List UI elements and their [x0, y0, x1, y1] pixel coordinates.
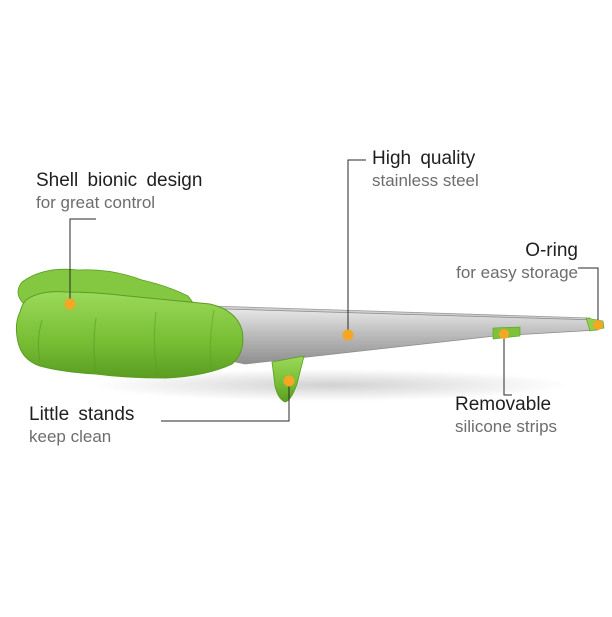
callout-subtitle: keep clean: [29, 426, 112, 446]
callout-subtitle: silicone strips: [455, 416, 558, 436]
callout-stainless-steel: High quality stainless steel: [372, 149, 479, 190]
callout-subtitle: for great control: [36, 192, 156, 212]
shell-head-front: [15, 291, 244, 379]
shell-ridge: [153, 311, 159, 377]
callout-little-stands: Little stands keep clean: [29, 405, 134, 446]
callout-o-ring: O-ring for easy storage: [456, 241, 578, 282]
marker-dot: [593, 320, 603, 330]
callout-title: O-ring: [525, 240, 578, 261]
leader-line-shell: [69, 218, 96, 304]
shell-ridge: [209, 309, 215, 373]
callout-title: Shell bionic design: [36, 170, 203, 191]
callout-subtitle: stainless steel: [372, 170, 479, 190]
callout-subtitle: for easy storage: [456, 262, 578, 282]
callout-title: High quality: [372, 148, 476, 169]
leader-lines: [69, 159, 599, 422]
marker-dot: [342, 329, 354, 341]
shell-ridge: [37, 319, 43, 363]
leader-line-steel: [347, 159, 366, 334]
leader-line-stands: [161, 381, 290, 422]
leader-line-strips: [503, 334, 512, 396]
markers: [64, 298, 603, 387]
marker-dot: [283, 375, 295, 387]
shell-ridge: [93, 317, 97, 373]
callout-title: Removable: [455, 394, 552, 415]
marker-dot: [499, 329, 509, 339]
marker-dot: [64, 298, 76, 310]
leader-line-oring: [578, 267, 599, 325]
shadow: [90, 369, 570, 401]
callout-silicone-strips: Removable silicone strips: [455, 395, 557, 436]
callout-shell-design: Shell bionic design for great control: [36, 171, 202, 212]
callout-title: Little stands: [29, 404, 135, 425]
